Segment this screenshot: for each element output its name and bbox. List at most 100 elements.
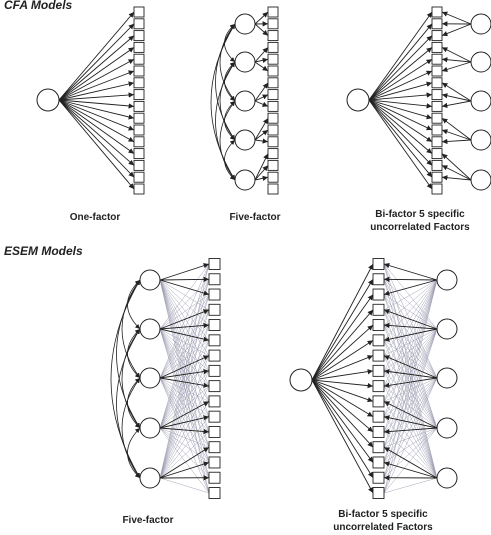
general-loading-path: [368, 81, 433, 101]
indicator-box: [208, 319, 221, 332]
cross-loading-path: [383, 427, 438, 478]
cross-loading-path: [383, 370, 438, 429]
indicator-box: [133, 100, 145, 112]
indicator-box: [267, 183, 279, 195]
cross-loading-path: [159, 263, 210, 379]
cross-loading-path: [383, 328, 438, 387]
indicator-box: [208, 425, 221, 438]
general-loading-path: [311, 355, 374, 381]
cross-loading-path: [159, 340, 210, 479]
cross-loading-path: [159, 328, 210, 463]
specific-loading-path: [383, 276, 438, 283]
cross-loading-path: [383, 431, 438, 479]
cross-loading-path: [383, 263, 438, 479]
cross-loading-path: [159, 279, 210, 371]
specific-loading-path: [441, 117, 472, 141]
specific-factor-circle: [470, 129, 491, 151]
specific-factor-circle: [436, 269, 458, 291]
cross-loading-path: [159, 328, 210, 402]
cross-loading-path: [159, 377, 210, 417]
diagram-nodes: [36, 6, 491, 499]
indicator-box: [133, 65, 145, 77]
specific-loading-path: [441, 61, 472, 72]
loading-path: [58, 99, 135, 109]
general-loading-path: [368, 99, 433, 178]
loading-path: [254, 61, 269, 72]
cross-loading-path: [159, 377, 210, 448]
indicator-box: [431, 148, 443, 160]
specific-loading-path: [383, 400, 438, 429]
general-loading-path: [368, 99, 433, 120]
specific-loading-path: [441, 57, 472, 63]
indicator-box: [208, 273, 221, 286]
factor-correlation-arc: [224, 100, 236, 141]
loading-path: [58, 23, 135, 101]
cross-loading-path: [383, 377, 438, 402]
loading-path: [58, 35, 135, 101]
specific-loading-path: [441, 175, 472, 181]
cross-loading-path: [383, 377, 438, 463]
indicator-box: [267, 148, 279, 160]
general-loading-path: [311, 379, 374, 494]
cross-loading-path: [383, 416, 438, 479]
specific-factor-circle: [470, 169, 491, 191]
indicator-box: [372, 258, 385, 270]
cfa-five-factor-caption: Five-factor: [229, 212, 281, 223]
indicator-box: [431, 112, 443, 124]
loading-path: [254, 175, 269, 181]
factor-circle: [139, 318, 161, 340]
cross-loading-path: [383, 279, 438, 326]
loading-path: [58, 99, 135, 166]
cross-loading-path: [383, 377, 438, 448]
loading-path: [58, 47, 135, 101]
cross-loading-path: [383, 427, 438, 448]
indicator-box: [267, 6, 279, 18]
esem-bifactor-caption-line2: uncorrelated Factors: [333, 522, 433, 533]
loading-path: [159, 263, 210, 281]
cross-loading-path: [383, 309, 438, 429]
specific-loading-path: [383, 427, 438, 435]
cross-loading-path: [383, 385, 438, 429]
loading-path: [254, 11, 269, 25]
loading-path: [159, 279, 210, 296]
indicator-box: [431, 183, 443, 195]
loading-path: [159, 355, 210, 379]
factor-correlation-arc: [219, 100, 236, 181]
specific-loading-path: [383, 328, 438, 342]
loading-path: [159, 401, 210, 429]
loading-path: [58, 58, 135, 101]
cfa-bifactor-caption-line1: Bi-factor 5 specific: [375, 209, 465, 220]
indicator-box: [372, 334, 385, 347]
cross-loading-path: [159, 328, 210, 448]
specific-loading-path: [383, 415, 438, 429]
indicator-box: [208, 334, 221, 347]
loading-path: [159, 309, 210, 330]
cross-loading-path: [159, 427, 210, 448]
general-loading-path: [368, 99, 433, 190]
cross-loading-path: [383, 263, 438, 429]
general-loading-path: [368, 35, 433, 101]
indicator-box: [372, 380, 385, 393]
cross-loading-path: [383, 355, 438, 429]
cross-loading-path: [383, 324, 438, 429]
factor-correlation-arc: [127, 377, 141, 429]
cross-loading-path: [383, 328, 438, 463]
indicator-box: [372, 303, 385, 316]
cross-loading-path: [159, 263, 210, 330]
factor-correlation-arc: [127, 427, 141, 479]
loading-path: [58, 99, 135, 190]
general-loading-path: [311, 379, 374, 418]
general-loading-path: [311, 339, 374, 381]
cross-loading-path: [159, 279, 210, 341]
indicator-box: [431, 159, 443, 171]
cross-loading-path: [159, 377, 210, 463]
cfa-bifactor-caption: Bi-factor 5 specific uncorrelated Factor…: [355, 208, 485, 234]
specific-factor-circle: [436, 367, 458, 389]
cross-loading-path: [383, 427, 438, 494]
specific-loading-path: [383, 461, 438, 479]
cross-loading-path: [383, 340, 438, 479]
indicator-box: [267, 89, 279, 101]
cross-loading-path: [383, 377, 438, 494]
specific-loading-path: [441, 129, 472, 141]
indicator-box: [133, 171, 145, 183]
